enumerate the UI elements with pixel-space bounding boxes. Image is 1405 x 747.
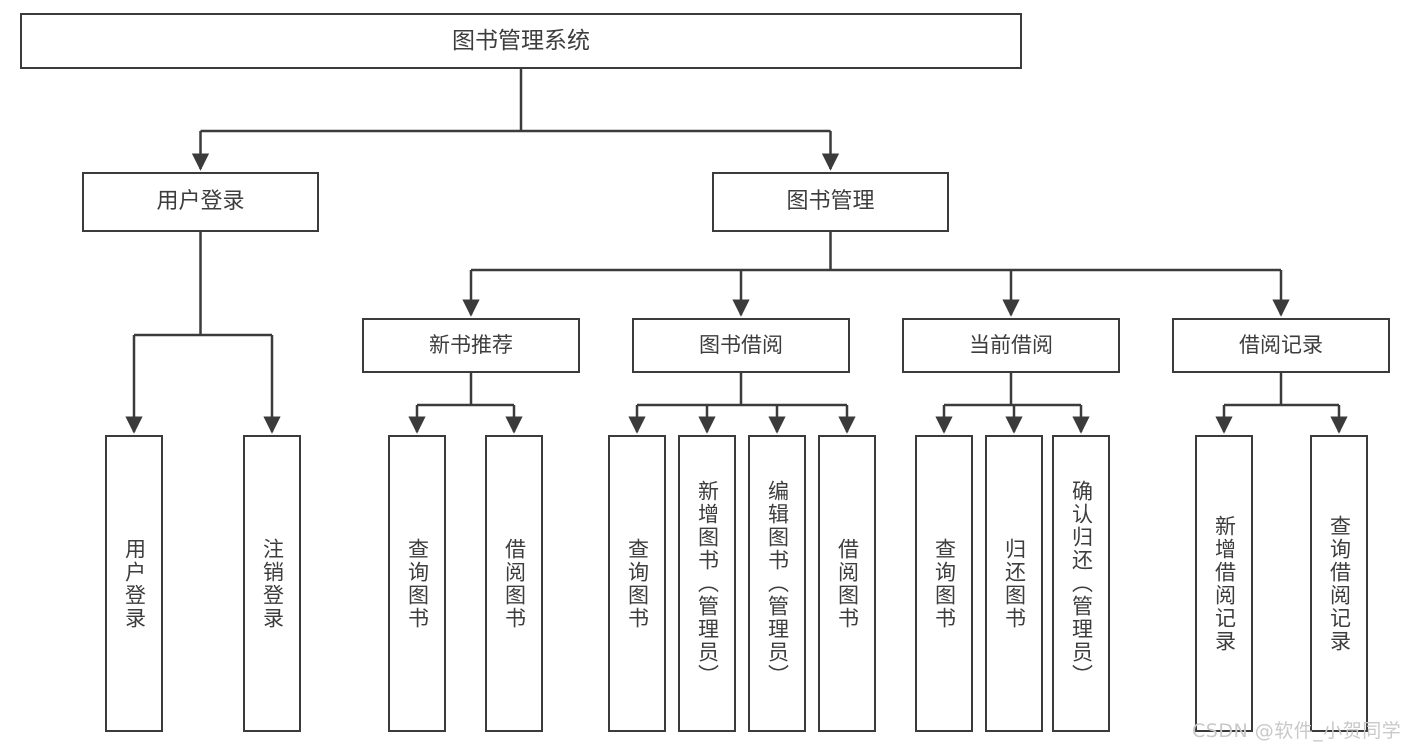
node-borrow-record[interactable]: 借阅记录 — [1172, 318, 1390, 373]
node-label: 查询图书 — [932, 537, 957, 630]
node-label: 借阅图书 — [835, 537, 860, 630]
node-label: 当前借阅 — [969, 333, 1053, 358]
node-label: 注销登录 — [260, 537, 285, 630]
node-label: 图书管理系统 — [452, 27, 590, 54]
node-book-borrow[interactable]: 图书借阅 — [632, 318, 850, 373]
node-leaf-query-book-2[interactable]: 查询图书 — [608, 435, 666, 732]
node-label: 图书管理 — [786, 189, 875, 215]
csdn-watermark: CSDN @软件_小贺同学 — [1192, 720, 1402, 742]
node-leaf-query-book-1[interactable]: 查询图书 — [388, 435, 446, 732]
node-label: 查询图书 — [625, 537, 650, 630]
node-root[interactable]: 图书管理系统 — [20, 13, 1022, 69]
node-label: 查询借阅记录 — [1327, 514, 1352, 653]
node-label: 编辑图书（管理员） — [765, 480, 790, 687]
node-user-login[interactable]: 用户登录 — [82, 172, 319, 232]
node-leaf-borrow-book-1[interactable]: 借阅图书 — [485, 435, 543, 732]
node-current-borrow[interactable]: 当前借阅 — [902, 318, 1120, 373]
node-label: 借阅记录 — [1239, 333, 1323, 358]
node-label: 用户登录 — [122, 537, 147, 630]
node-label: 新增借阅记录 — [1212, 514, 1237, 653]
node-leaf-edit-book[interactable]: 编辑图书（管理员） — [748, 435, 806, 732]
node-leaf-confirm-return[interactable]: 确认归还（管理员） — [1052, 435, 1110, 732]
node-label: 用户登录 — [156, 189, 245, 215]
node-book-manage[interactable]: 图书管理 — [712, 172, 949, 232]
node-leaf-borrow-book-2[interactable]: 借阅图书 — [818, 435, 876, 732]
node-label: 确认归还（管理员） — [1069, 480, 1094, 687]
node-label: 归还图书 — [1002, 537, 1027, 630]
node-label: 新增图书（管理员） — [695, 480, 720, 687]
node-new-book-recommend[interactable]: 新书推荐 — [362, 318, 580, 373]
node-leaf-add-record[interactable]: 新增借阅记录 — [1195, 435, 1253, 732]
node-leaf-query-record[interactable]: 查询借阅记录 — [1310, 435, 1368, 732]
node-label: 借阅图书 — [502, 537, 527, 630]
node-leaf-query-book-3[interactable]: 查询图书 — [915, 435, 973, 732]
node-label: 查询图书 — [405, 537, 430, 630]
node-label: 图书借阅 — [699, 333, 783, 358]
node-leaf-return-book[interactable]: 归还图书 — [985, 435, 1043, 732]
node-label: 新书推荐 — [429, 333, 513, 358]
node-leaf-add-book[interactable]: 新增图书（管理员） — [678, 435, 736, 732]
node-leaf-logout[interactable]: 注销登录 — [243, 435, 301, 732]
node-leaf-user-login[interactable]: 用户登录 — [105, 435, 163, 732]
